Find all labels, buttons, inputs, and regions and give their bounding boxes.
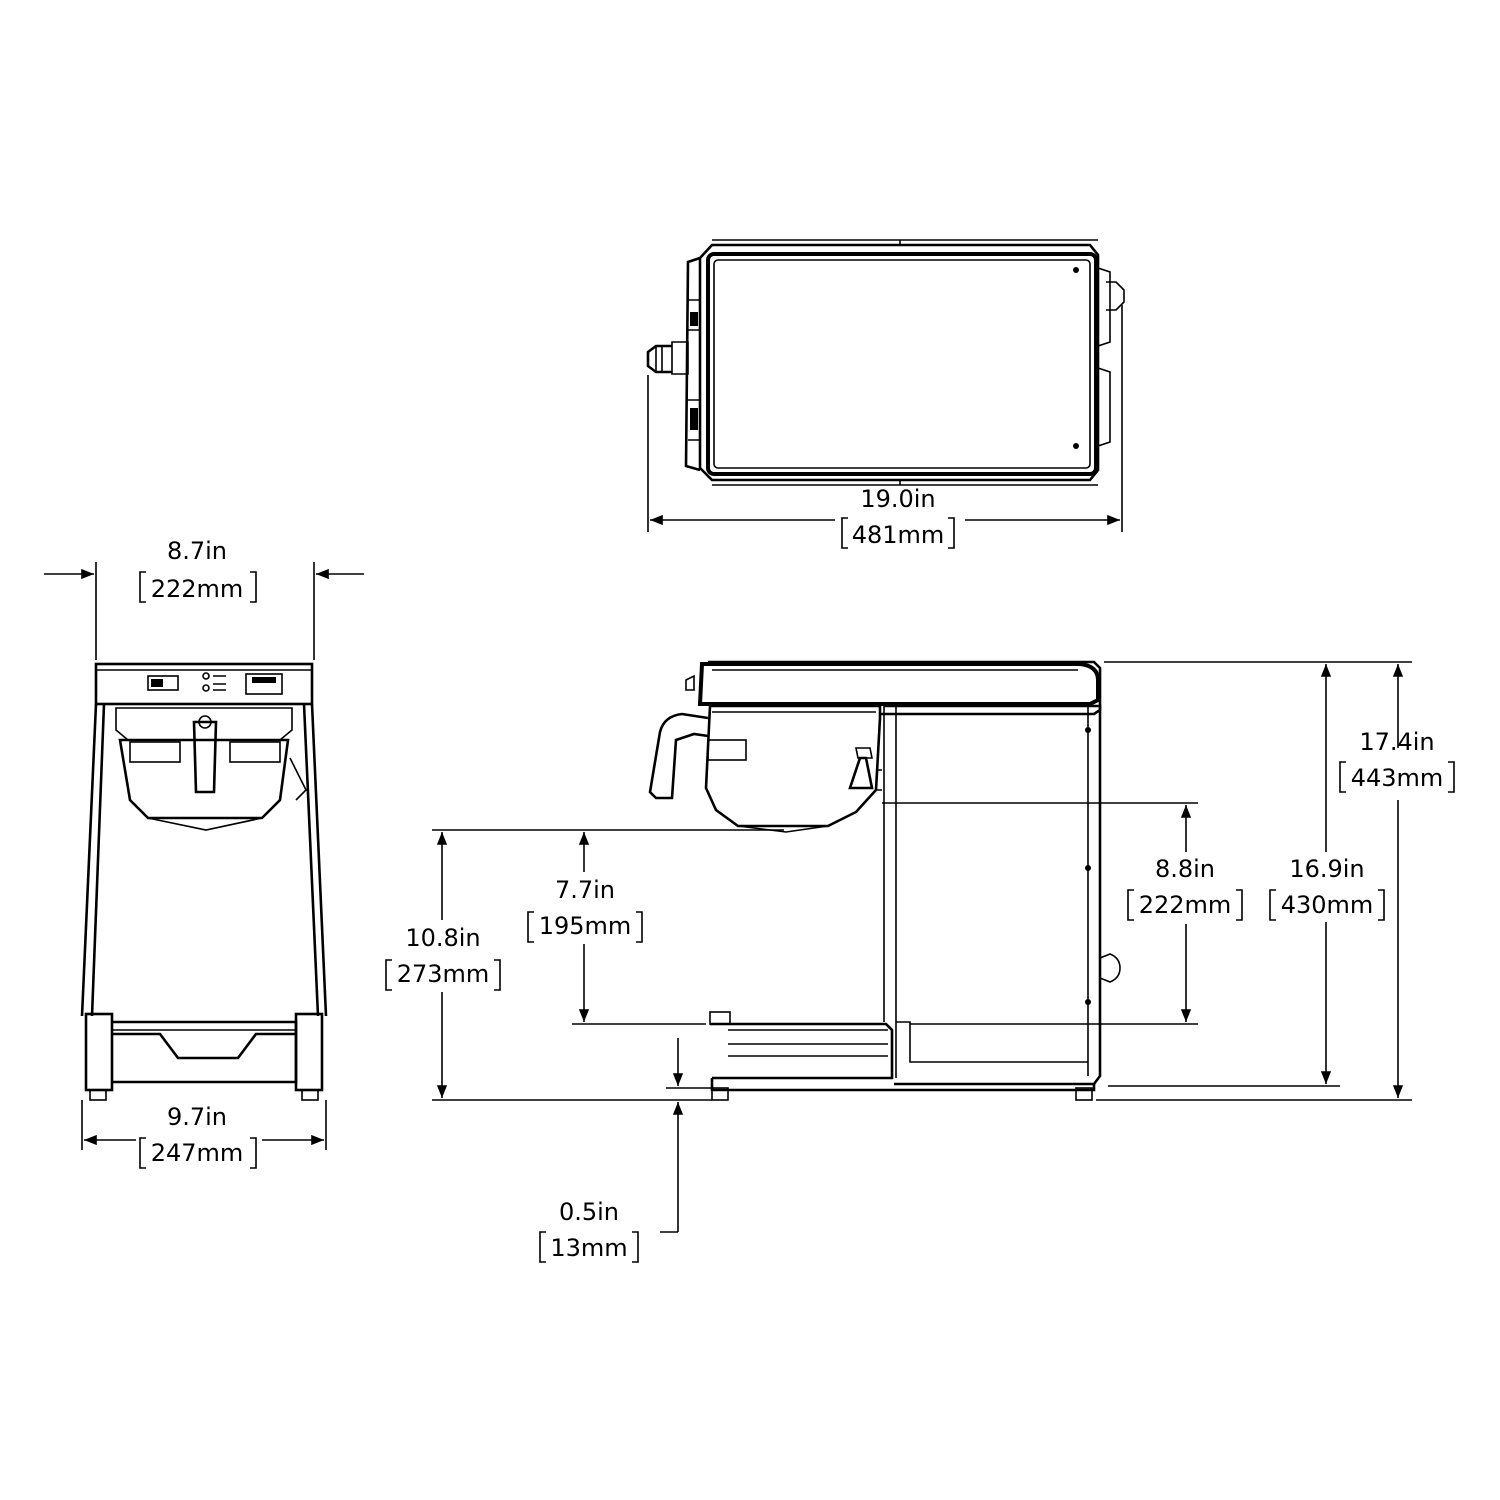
overall-height-mm: 443mm	[1351, 764, 1444, 792]
base-to-funnel-inch: 10.8in	[405, 924, 480, 952]
foot-height-inch: 0.5in	[559, 1198, 619, 1226]
clearance-inch: 8.8in	[1155, 855, 1215, 883]
front-base-mm: 247mm	[151, 1139, 244, 1167]
clearance-mm: 222mm	[1139, 891, 1232, 919]
top-width-inch: 19.0in	[860, 485, 935, 513]
foot-height-dimension: 0.5in 13mm	[539, 1038, 712, 1263]
base-to-funnel-dimension: 10.8in 273mm	[385, 832, 712, 1101]
funnel-height-mm: 195mm	[539, 912, 632, 940]
body-height-dimension: 16.9in 430mm	[1108, 664, 1385, 1087]
foot-height-mm: 13mm	[550, 1234, 627, 1262]
body-height-inch: 16.9in	[1289, 855, 1364, 883]
front-base-dimension: 9.7in 247mm	[81, 1100, 327, 1169]
side-view	[648, 660, 1121, 1101]
top-width-dimension: 19.0in 481mm	[647, 305, 1123, 549]
body-height-mm: 430mm	[1281, 891, 1374, 919]
base-to-funnel-mm: 273mm	[397, 960, 490, 988]
funnel-height-dimension: 7.7in 195mm	[432, 829, 784, 1025]
front-base-inch: 9.7in	[167, 1103, 227, 1131]
funnel-height-inch: 7.7in	[555, 876, 615, 904]
top-view	[646, 239, 1125, 486]
top-width-mm: 481mm	[852, 521, 945, 549]
front-width-mm: 222mm	[151, 575, 244, 603]
overall-height-dimension: 17.4in 443mm	[1096, 661, 1455, 1101]
front-width-dimension: 8.7in 222mm	[44, 537, 364, 660]
overall-height-inch: 17.4in	[1359, 728, 1434, 756]
front-view	[80, 662, 328, 1101]
front-width-inch: 8.7in	[167, 537, 227, 565]
clearance-dimension: 8.8in 222mm	[882, 802, 1243, 1025]
